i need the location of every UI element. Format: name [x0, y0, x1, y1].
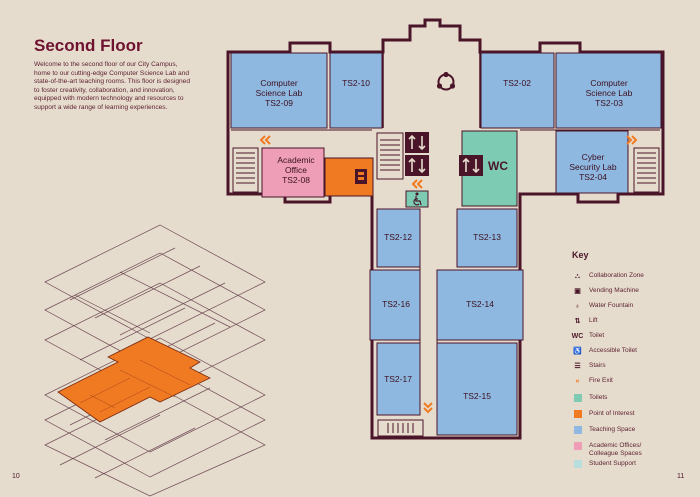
key-swatch [574, 410, 582, 418]
room-ts2-04[interactable] [555, 130, 629, 194]
key-item: Teaching Space [572, 426, 657, 434]
key-item: ⇅ Lift [572, 317, 657, 327]
room-ts2-12[interactable] [376, 208, 421, 268]
room-ts2-09[interactable] [230, 52, 328, 129]
room-ts2-15-label: TS2-15 [463, 391, 491, 401]
stairs-central [376, 132, 404, 180]
map-key: Key ⛬ Collaboration Zone ▣ Vending Machine ♁… [572, 250, 692, 468]
key-item: WC Toilet [572, 332, 657, 342]
key-item-label: Collaboration Zone [589, 272, 644, 279]
fire-exit-icon: « [575, 378, 580, 386]
accessible-toilet-icon: ♿ [573, 348, 582, 356]
collaboration-zone-icon: ⛬ [575, 273, 580, 281]
room-ts2-13[interactable] [456, 208, 518, 268]
room-ts2-13-label: TS2-13 [473, 232, 501, 242]
key-item-label: Accessible Toilet [589, 347, 637, 354]
key-item-label: Teaching Space [589, 426, 636, 433]
fire-exit-icon [259, 135, 271, 145]
key-item-label: Fire Exit [589, 377, 613, 384]
lift-icon [405, 132, 429, 153]
room-ts2-08[interactable] [261, 147, 325, 198]
room-ts2-17-label: TS2-17 [384, 374, 412, 384]
key-item: ☰ Stairs [572, 362, 657, 372]
accessible-toilet-icon [405, 190, 429, 208]
room-ts2-03[interactable] [555, 52, 662, 129]
fire-exit-icon [626, 135, 638, 145]
room-ts2-17[interactable] [376, 342, 421, 416]
key-item: ♁ Water Fountain [572, 302, 657, 312]
key-item-label: Lift [589, 317, 598, 324]
room-ts2-16[interactable] [369, 269, 421, 341]
intro-text: Welcome to the second floor of our City … [34, 61, 191, 111]
iso-floor-outline [44, 252, 266, 368]
water-fountain-icon: ♁ [574, 303, 581, 311]
key-item-label: Toilets [589, 394, 608, 401]
lift-icon [405, 155, 429, 176]
key-item-label: Student Support [589, 460, 636, 467]
key-item-label: Vending Machine [589, 287, 639, 294]
page-number-right: 11 [677, 473, 685, 480]
key-item: Point of Interest [572, 410, 657, 418]
room-ts2-14[interactable] [436, 269, 524, 341]
key-item: Student Support [572, 460, 657, 468]
vending-machine-icon [355, 169, 367, 184]
room-ts2-02-label: TS2-02 [503, 78, 531, 88]
room-ts2-02[interactable] [480, 52, 555, 129]
stairs-right [633, 147, 660, 193]
stairs-icon: ☰ [574, 363, 581, 371]
fire-exit-icon [423, 402, 433, 414]
page-title: Second Floor [34, 36, 143, 55]
lift-icon [459, 155, 483, 176]
collaboration-zone-icon [436, 71, 456, 91]
key-item-label: Stairs [589, 362, 606, 369]
stairs-left [232, 147, 259, 193]
room-ts2-16-label: TS2-16 [382, 299, 410, 309]
page-number-left: 10 [12, 473, 20, 480]
room-ts2-14-label: TS2-14 [466, 299, 494, 309]
iso-highlighted-floor [57, 336, 211, 423]
key-item: Academic Offices/ Colleague Spaces [572, 442, 657, 457]
key-swatch [574, 460, 582, 468]
key-item: ▣ Vending Machine [572, 287, 657, 297]
key-item-label: Academic Offices/ Colleague Spaces [589, 442, 642, 457]
iso-floor-outline [44, 224, 266, 340]
key-item: « Fire Exit [572, 377, 657, 387]
key-item: ⛬ Collaboration Zone [572, 272, 657, 282]
room-ts2-12-label: TS2-12 [384, 232, 412, 242]
key-swatch [574, 426, 582, 434]
key-item: ♿ Accessible Toilet [572, 347, 657, 357]
room-ts2-15[interactable] [436, 342, 518, 436]
stairs-south [377, 419, 424, 437]
key-item-label: Water Fountain [589, 302, 634, 309]
isometric-building-overview [44, 224, 266, 497]
room-ts2-10-label: TS2-10 [342, 78, 370, 88]
key-item: Toilets [572, 394, 657, 402]
room-ts2-10[interactable] [329, 52, 383, 129]
toilet-label: WC [488, 159, 508, 173]
key-swatch [574, 394, 582, 402]
key-swatch [574, 442, 582, 450]
key-item-label: Toilet [589, 332, 605, 339]
lift-icon: ⇅ [574, 318, 581, 326]
point-of-interest[interactable] [324, 157, 374, 197]
key-title: Key [572, 250, 589, 260]
key-item-label: Point of Interest [589, 410, 635, 417]
fire-exit-icon [411, 179, 423, 189]
vending-machine-icon: ▣ [574, 288, 581, 296]
toilet-icon: WC [571, 333, 584, 341]
